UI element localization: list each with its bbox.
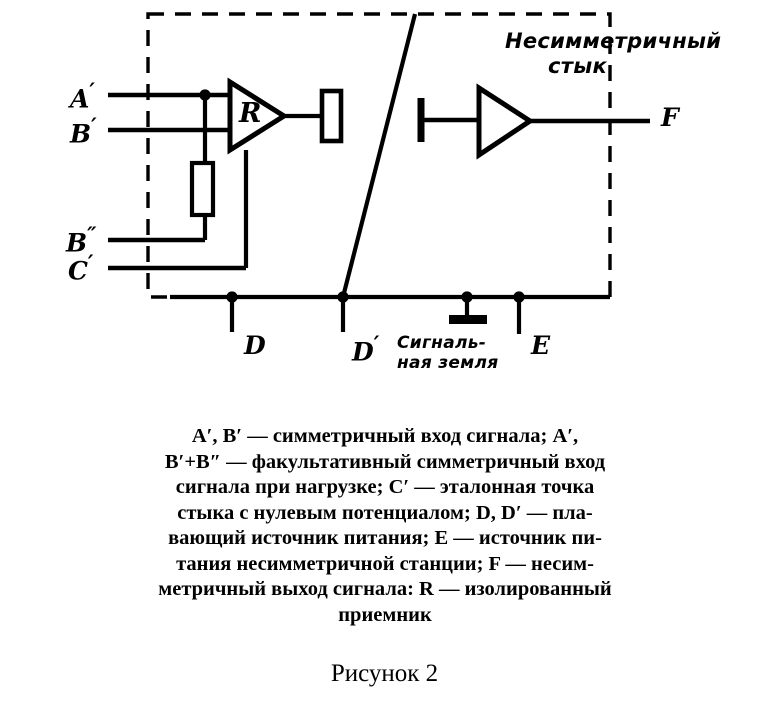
terminal-label-a-prime: A′ (70, 78, 95, 114)
annotation-signal-ground-line2: ная земля (397, 353, 499, 373)
annotation-signal-ground-line1: Сигналь- (397, 333, 487, 353)
legend-line-2: B′+B″ — факультативный симметричный вход (164, 450, 606, 473)
figure-diagram: A′ B′ B″ C′ D D′ E F R Несимметричный ст… (66, 12, 722, 373)
legend-line-1: A′, B′ — симметричный вход сигнала; A′, (191, 425, 579, 447)
load-resistor-body (189, 160, 216, 218)
signal-ground-symbol (449, 315, 487, 324)
isolation-element-body (319, 88, 344, 144)
receiver-label-r: R (239, 98, 262, 129)
legend-line-7: метричный выход сигнала: R — изолированн… (158, 578, 612, 600)
receiver-triangle-r (227, 77, 289, 155)
terminal-label-d: D (244, 331, 266, 360)
terminal-label-e: E (531, 331, 551, 360)
annotation-unbalanced-junction-line2: стык (548, 54, 608, 78)
isolation-barrier-diagonal (340, 13, 418, 298)
terminal-label-c-prime: C′ (68, 250, 94, 286)
figure-legend-text: A′, B′ — симметричный вход сигнала; A′, … (28, 424, 742, 628)
annotation-unbalanced-junction-line1: Несимметричный (505, 29, 722, 53)
terminal-label-d-prime: D′ (352, 331, 380, 367)
figure-number-caption: Рисунок 2 (330, 660, 439, 687)
terminal-label-b-prime: B′ (70, 113, 97, 149)
legend-line-6: тания несимметричной станции; F — несим- (176, 552, 594, 575)
legend-line-8: приемник (338, 603, 432, 626)
driver-triangle (476, 83, 535, 160)
terminal-label-f: F (661, 103, 679, 132)
legend-line-3: сигнала при нагрузке; C′ — эталонная точ… (175, 476, 595, 498)
terminal-label-b-double-prime: B″ (66, 222, 97, 258)
legend-line-5: вающий источник питания; E — источник пи… (168, 527, 602, 549)
legend-line-4: стыка с нулевым потенциалом; D, D′ — пла… (177, 501, 593, 524)
circuit-schematic (108, 12, 650, 334)
